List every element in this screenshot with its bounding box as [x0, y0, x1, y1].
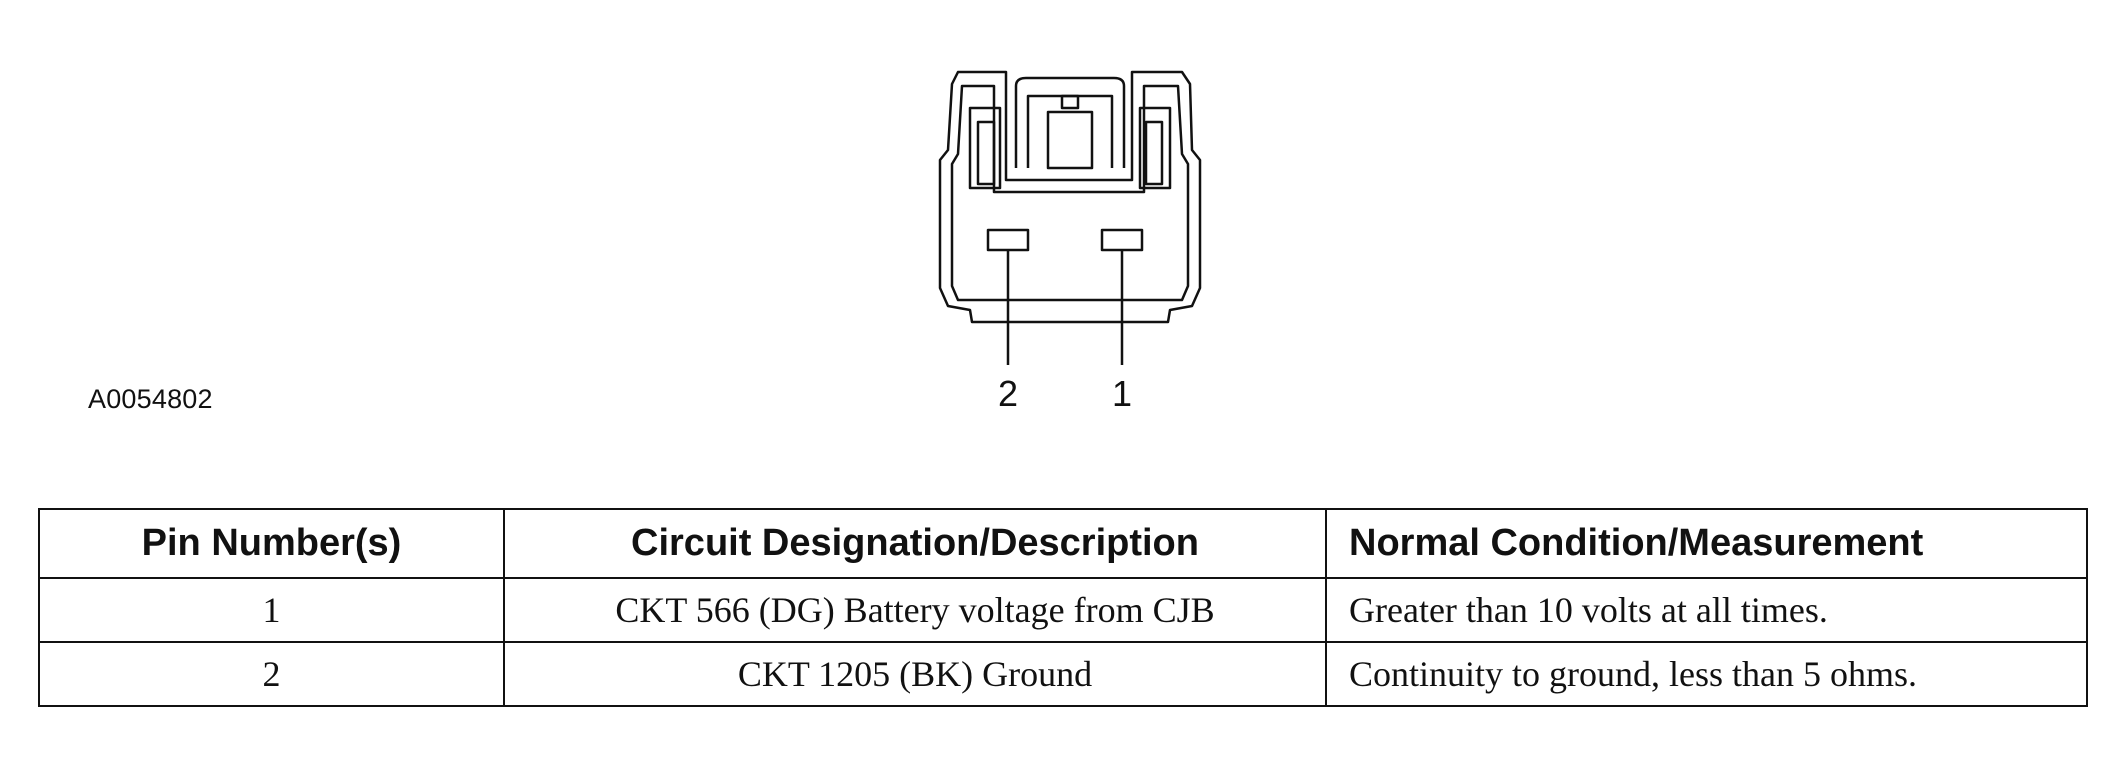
right-cavity-inner [1144, 120, 1164, 186]
table-row: 1 CKT 566 (DG) Battery voltage from CJB … [38, 577, 2088, 643]
pinout-table: Pin Number(s) Circuit Designation/Descri… [38, 508, 2088, 707]
terminal-pin-2 [986, 228, 1030, 252]
left-cavity [968, 106, 1002, 190]
header-condition: Normal Condition/Measurement [1325, 508, 2088, 579]
right-cavity [1138, 106, 1172, 190]
table-row: 2 CKT 1205 (BK) Ground Continuity to gro… [38, 641, 2088, 707]
locking-latch [1014, 76, 1126, 168]
cell-condition: Continuity to ground, less than 5 ohms. [1325, 641, 2088, 707]
cell-condition: Greater than 10 volts at all times. [1325, 577, 2088, 643]
latch-slot [1060, 94, 1080, 110]
pin-label-2: 2 [998, 373, 1018, 414]
pin-label-1: 1 [1112, 373, 1132, 414]
header-circuit: Circuit Designation/Description [503, 508, 1327, 579]
terminal-pin-1 [1100, 228, 1144, 252]
cell-pin: 1 [38, 577, 505, 643]
connector-housing-inner [950, 84, 1190, 302]
left-cavity-inner [976, 120, 996, 186]
connector-housing [938, 70, 1202, 324]
figure-code: A0054802 [88, 384, 213, 414]
cell-circuit: CKT 1205 (BK) Ground [503, 641, 1327, 707]
connector-diagram: 2 1 [938, 70, 1202, 414]
latch-tab [1046, 110, 1094, 170]
cell-circuit: CKT 566 (DG) Battery voltage from CJB [503, 577, 1327, 643]
header-pin-number: Pin Number(s) [38, 508, 505, 579]
table-header-row: Pin Number(s) Circuit Designation/Descri… [38, 508, 2088, 579]
cell-pin: 2 [38, 641, 505, 707]
